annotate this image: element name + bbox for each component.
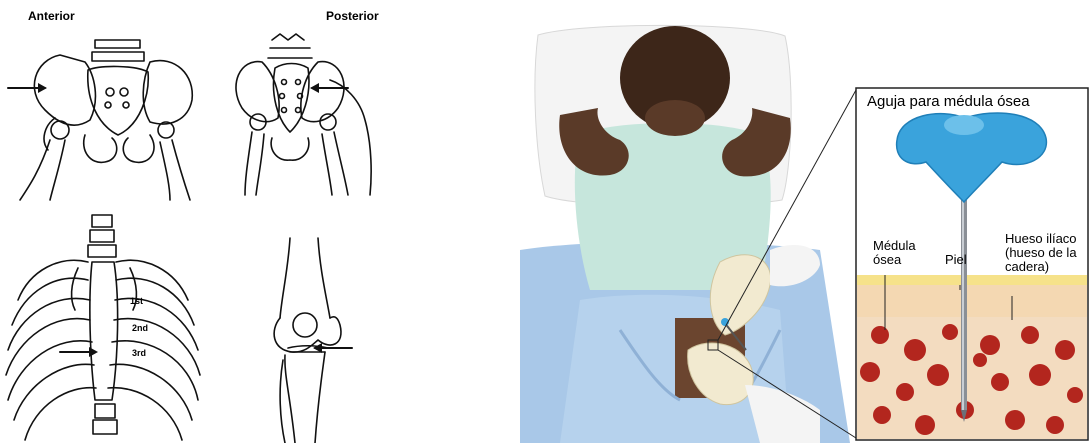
procedure-scene-svg	[520, 0, 1089, 443]
marrow-label: Médula ósea	[873, 239, 933, 267]
anterior-label: Anterior	[28, 9, 75, 23]
arrow-anterior-pelvis-icon	[38, 83, 47, 93]
bone-marrow-illustration: Aguja para médula ósea Médula ósea Piel …	[520, 0, 1089, 443]
iliac-bone-label: Hueso ilíaco (hueso de la cadera)	[1005, 232, 1089, 274]
rib-label-2: 2nd	[132, 323, 148, 333]
posterior-label: Posterior	[326, 9, 379, 23]
rib-label-1: 1st	[130, 296, 143, 306]
skeleton-diagrams: Anterior Posterior 1st 2nd 3rd	[0, 0, 420, 443]
arrow-icons	[8, 88, 352, 352]
posterior-pelvis-drawing	[236, 34, 371, 195]
knee-tibia-drawing	[274, 238, 341, 443]
skeleton-drawings-svg	[0, 0, 420, 443]
skin-label: Piel	[945, 253, 967, 267]
rib-cage-drawing	[6, 215, 200, 440]
arrow-sternum-icon	[89, 347, 98, 357]
needle-title: Aguja para médula ósea	[867, 93, 1030, 110]
arrow-posterior-pelvis-icon	[310, 83, 319, 93]
rib-label-3: 3rd	[132, 348, 146, 358]
anterior-pelvis-drawing	[20, 40, 192, 200]
